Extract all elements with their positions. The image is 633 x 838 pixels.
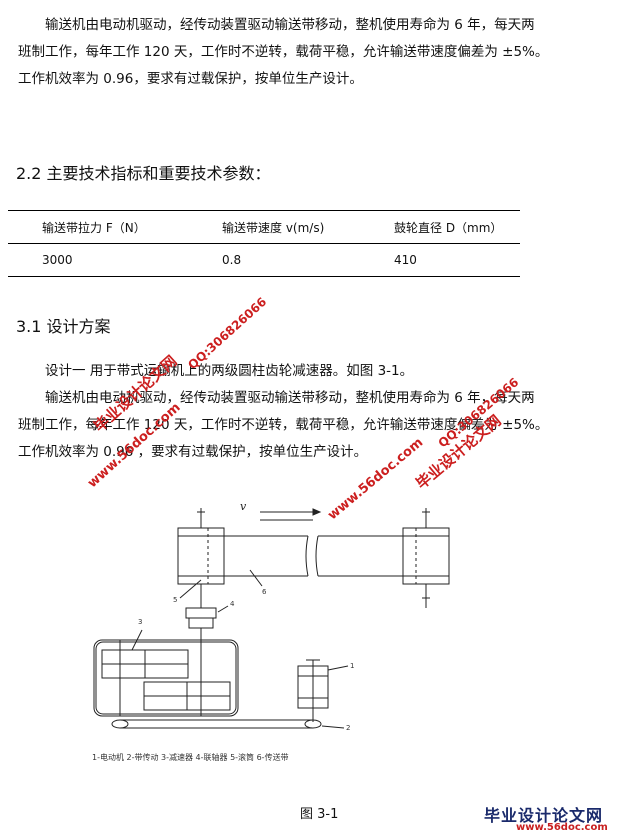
site-logo-url: www.56doc.com — [516, 822, 608, 833]
design-line-4: 工作机效率为 0.96 ，要求有过载保护，按单位生产设计。 — [18, 444, 368, 460]
part-label-5: 5 — [173, 596, 177, 604]
intro-line-3: 工作机效率为 0.96，要求有过载保护，按单位生产设计。 — [18, 71, 363, 87]
site-logo: 毕业设计论文网 www.56doc.com — [470, 800, 630, 836]
figure-legend: 1-电动机 2-带传动 3-减速器 4-联轴器 5-滚筒 6-传送带 — [92, 752, 289, 762]
parameters-table: 输送带拉力 F（N） 输送带速度 v(m/s) 鼓轮直径 D（mm） 3000 … — [8, 210, 520, 277]
intro-line-1: 输送机由电动机驱动，经传动装置驱动输送带移动，整机使用寿命为 6 年，每天两 — [45, 17, 535, 33]
design-paragraph: 设计一 用于带式运输机上的两级圆柱齿轮减速器。如图 3-1。 输送机由电动机驱动… — [18, 358, 621, 466]
cell-drum-diameter: 410 — [394, 253, 417, 267]
part-label-1: 1 — [350, 662, 354, 670]
design-line-1: 设计一 用于带式运输机上的两级圆柱齿轮减速器。如图 3-1。 — [45, 363, 414, 379]
section-3-1-heading: 3.1 设计方案 — [16, 317, 111, 336]
header-drum-diameter: 鼓轮直径 D（mm） — [394, 220, 503, 235]
figure-conveyor-diagram: v 1 2 3 4 5 6 1-电动机 2-带传动 3-减速器 4-联轴器 5-… — [92, 500, 450, 762]
velocity-symbol: v — [240, 500, 247, 513]
part-label-4: 4 — [230, 600, 235, 608]
design-line-3: 班制工作，每年工作 120 天，工作时不逆转，载荷平稳，允许输送带速度偏差为 ±… — [18, 417, 549, 433]
header-belt-tension: 输送带拉力 F（N） — [42, 220, 146, 235]
table-header-row: 输送带拉力 F（N） 输送带速度 v(m/s) 鼓轮直径 D（mm） — [8, 210, 520, 244]
section-2-2-heading: 2.2 主要技术指标和重要技术参数： — [16, 164, 271, 183]
cell-belt-speed: 0.8 — [222, 253, 242, 267]
table-row: 3000 0.8 410 — [8, 244, 520, 277]
part-label-6: 6 — [262, 588, 267, 596]
intro-paragraph: 输送机由电动机驱动，经传动装置驱动输送带移动，整机使用寿命为 6 年，每天两 班… — [18, 12, 621, 93]
part-label-3: 3 — [138, 618, 142, 626]
intro-line-2: 班制工作，每年工作 120 天，工作时不逆转，载荷平稳，允许输送带速度偏差为 ±… — [18, 44, 549, 60]
figure-caption: 图 3-1 — [300, 807, 339, 822]
part-label-2: 2 — [346, 724, 350, 732]
site-logo-name: 毕业设计论文网 — [484, 806, 604, 825]
design-line-2: 输送机由电动机驱动，经传动装置驱动输送带移动，整机使用寿命为 6 年，每天两 — [45, 390, 535, 406]
cell-belt-tension: 3000 — [42, 253, 73, 267]
header-belt-speed: 输送带速度 v(m/s) — [222, 220, 325, 235]
